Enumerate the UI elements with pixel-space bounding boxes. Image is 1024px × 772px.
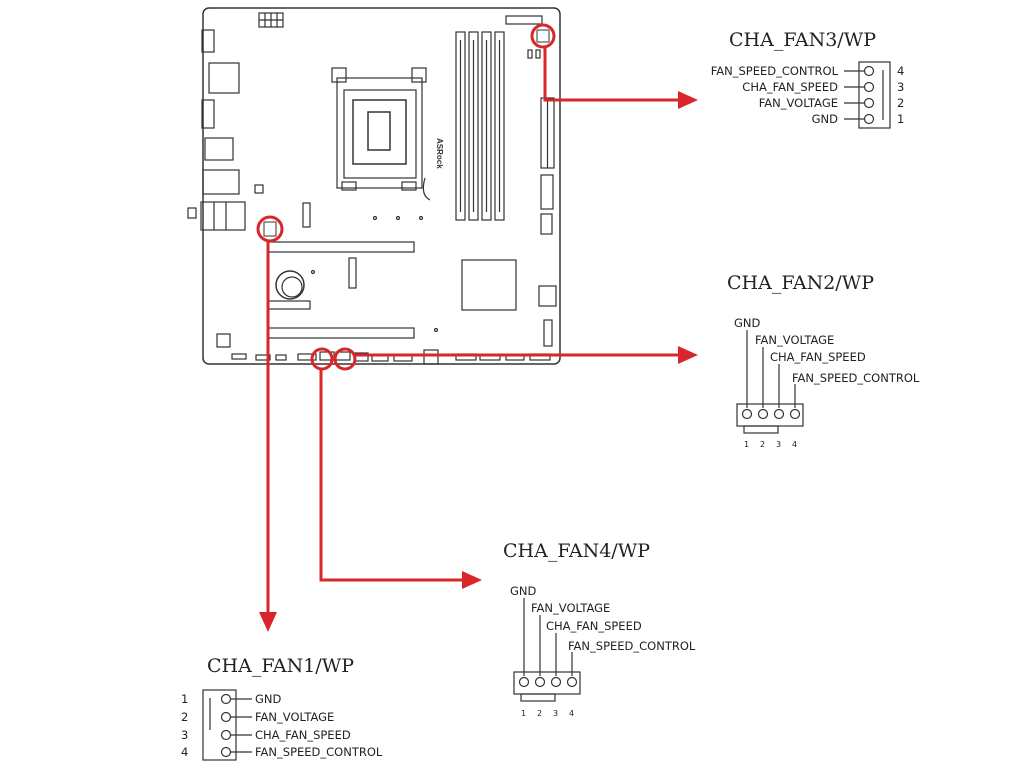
cha-fan3-pin1-label: GND bbox=[812, 112, 839, 126]
cha-fan3-pin3-num: 3 bbox=[897, 80, 904, 94]
cha-fan1-pin3-label: CHA_FAN_SPEED bbox=[255, 728, 351, 742]
cha-fan2-num-2: 2 bbox=[760, 440, 765, 449]
cha-fan1-pin1-label: GND bbox=[255, 692, 282, 706]
arrowhead-cha-fan4 bbox=[462, 571, 482, 589]
cha-fan3-pin4-num: 4 bbox=[897, 64, 904, 78]
arrows bbox=[266, 47, 678, 612]
cha-fan4-title: CHA_FAN4/WP bbox=[503, 540, 650, 562]
cha-fan2-num-1: 1 bbox=[744, 440, 749, 449]
board-brand-label: ASRock bbox=[435, 138, 444, 169]
arrowhead-cha-fan3 bbox=[678, 91, 698, 109]
chipset bbox=[461, 259, 517, 311]
dimm-slots bbox=[455, 31, 505, 221]
cpu-power-connector bbox=[258, 12, 284, 28]
cpu-socket bbox=[331, 67, 431, 201]
cha-fan1-pin4-label: FAN_SPEED_CONTROL bbox=[255, 745, 383, 759]
arrow-cha-fan4 bbox=[319, 369, 462, 582]
cha-fan2-num-4: 4 bbox=[792, 440, 797, 449]
pcie-slot-3 bbox=[267, 327, 415, 339]
cha-fan3-pin2-num: 2 bbox=[897, 96, 904, 110]
cha-fan4-num-2: 2 bbox=[537, 709, 542, 718]
highlight-markers bbox=[256, 23, 556, 371]
rear-io-ports bbox=[187, 29, 246, 231]
bottom-headers bbox=[231, 349, 551, 365]
cha-fan4-gnd-label: GND bbox=[510, 584, 537, 598]
cha-fan3-pin3-label: CHA_FAN_SPEED bbox=[742, 80, 838, 94]
cha-fan2-num-3: 3 bbox=[776, 440, 781, 449]
cha-fan3-pin4-label: FAN_SPEED_CONTROL bbox=[711, 64, 839, 78]
cha-fan4-num-3: 3 bbox=[553, 709, 558, 718]
cha-fan4-num-4: 4 bbox=[569, 709, 574, 718]
cha-fan1-marker bbox=[256, 215, 284, 243]
cha-fan3-title: CHA_FAN3/WP bbox=[729, 29, 876, 51]
arrowhead-cha-fan2 bbox=[678, 346, 698, 364]
motherboard: ASRock bbox=[187, 7, 561, 365]
cha-fan2-speed-label: CHA_FAN_SPEED bbox=[770, 350, 866, 364]
cha-fan3-pin2-label: FAN_VOLTAGE bbox=[759, 96, 838, 110]
cha-fan4-voltage-label: FAN_VOLTAGE bbox=[531, 601, 610, 615]
small-chip bbox=[254, 184, 264, 194]
cha-fan3-marker bbox=[530, 23, 556, 49]
cha-fan2-title: CHA_FAN2/WP bbox=[727, 272, 874, 294]
pcie-slot-1 bbox=[267, 241, 415, 253]
atx-power-connector bbox=[540, 97, 555, 169]
cha-fan2-voltage-label: FAN_VOLTAGE bbox=[755, 333, 834, 347]
board-outline bbox=[202, 7, 561, 365]
cha-fan4-num-1: 1 bbox=[521, 709, 526, 718]
pcie-slot-2 bbox=[267, 300, 311, 310]
cha-fan1-pin1-num: 1 bbox=[181, 692, 188, 706]
arrow-cha-fan3 bbox=[543, 47, 678, 102]
cha-fan1-pin4-num: 4 bbox=[181, 745, 188, 759]
arrowhead-cha-fan1 bbox=[259, 612, 277, 632]
cmos-battery bbox=[275, 270, 305, 300]
cha-fan2-marker bbox=[333, 347, 357, 371]
cha-fan2-control-label: FAN_SPEED_CONTROL bbox=[792, 371, 920, 385]
cha-fan1-pin2-num: 2 bbox=[181, 710, 188, 724]
cha-fan1-pin3-num: 3 bbox=[181, 728, 188, 742]
cha-fan1-pin2-label: FAN_VOLTAGE bbox=[255, 710, 334, 724]
cha-fan4-control-label: FAN_SPEED_CONTROL bbox=[568, 639, 696, 653]
cha-fan3-pin1-num: 1 bbox=[897, 112, 904, 126]
cha-fan4-speed-label: CHA_FAN_SPEED bbox=[546, 619, 642, 633]
cha-fan1-pinout: CHA_FAN1/WP 1 2 3 4 GND FAN_VOLTAGE CHA_… bbox=[181, 655, 383, 761]
cha-fan2-gnd-label: GND bbox=[734, 316, 761, 330]
cha-fan2-pinout: CHA_FAN2/WP GND FAN_VOLTAGE CHA_FAN_SPEE… bbox=[727, 272, 920, 449]
cha-fan1-title: CHA_FAN1/WP bbox=[207, 655, 354, 677]
cha-fan3-pinout: CHA_FAN3/WP FAN_SPEED_CONTROL CHA_FAN_SP… bbox=[711, 29, 904, 129]
cha-fan4-pinout: CHA_FAN4/WP GND FAN_VOLTAGE CHA_FAN_SPEE… bbox=[503, 540, 696, 718]
